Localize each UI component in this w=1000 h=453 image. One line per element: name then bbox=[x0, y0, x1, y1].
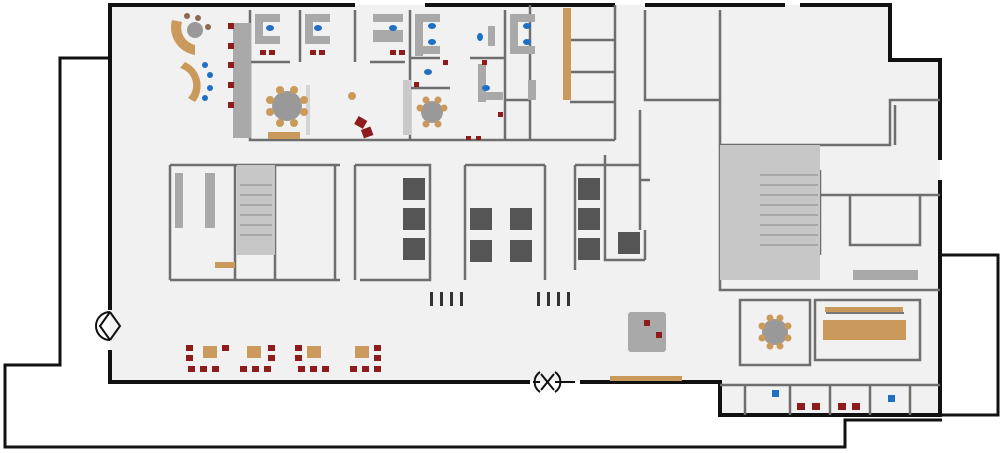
chairs-red bbox=[228, 23, 860, 410]
inner-walls bbox=[168, 5, 940, 415]
stairs-left bbox=[237, 165, 275, 255]
chairs-blue bbox=[202, 23, 895, 402]
lounge-groups bbox=[186, 345, 381, 372]
chairs-brown bbox=[184, 13, 211, 30]
conference-tables bbox=[171, 8, 906, 381]
stairs-right bbox=[720, 145, 820, 280]
outer-walls bbox=[108, 3, 942, 417]
site-boundary bbox=[3, 56, 1000, 449]
door-swing-icon[interactable] bbox=[95, 311, 122, 341]
office-desks bbox=[175, 14, 918, 352]
door-swing-icon[interactable] bbox=[533, 371, 575, 393]
floor-markings bbox=[430, 292, 570, 306]
workstations bbox=[403, 178, 640, 262]
